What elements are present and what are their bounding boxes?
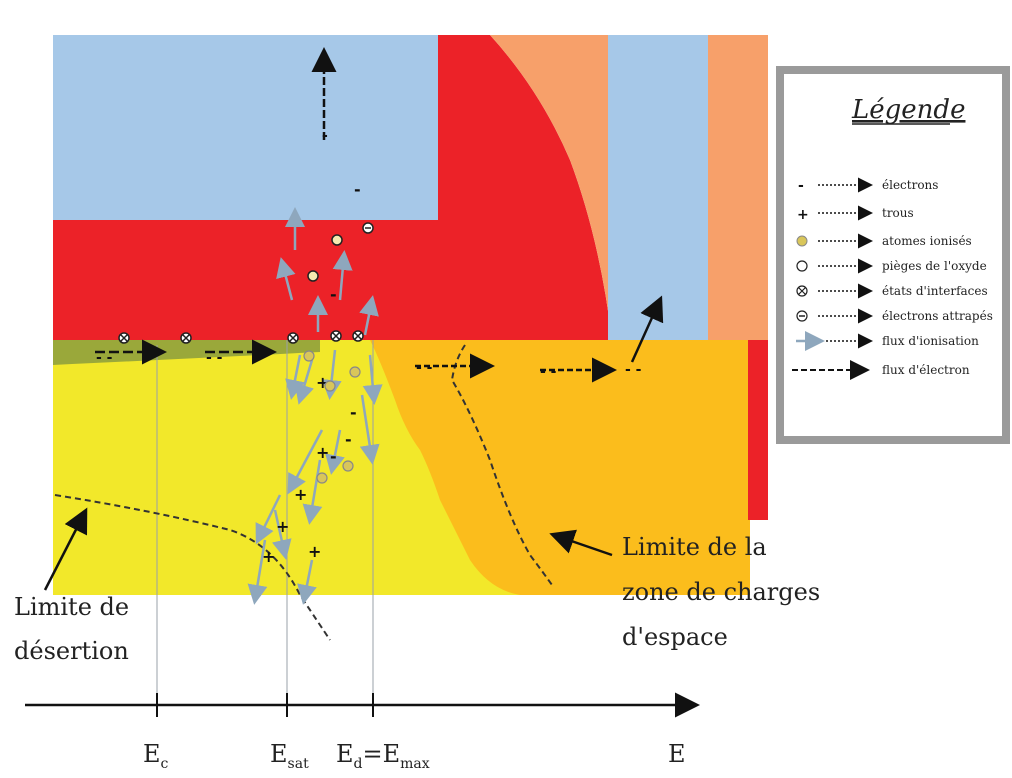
- hole-plus: +: [276, 517, 289, 536]
- svg-text:flux d'électron: flux d'électron: [882, 363, 970, 377]
- svg-text:flux d'ionisation: flux d'ionisation: [882, 334, 979, 348]
- electron-minus: -: [350, 403, 357, 422]
- tick-label-esat: Esat: [270, 740, 309, 772]
- axis-label-e: E: [668, 740, 686, 768]
- electron-minus: - -: [96, 350, 113, 366]
- oxide-region-right: [608, 35, 708, 340]
- svg-text:électrons attrapés: électrons attrapés: [882, 309, 993, 323]
- salmon-region-right: [708, 35, 768, 340]
- oxide-trap-icon: [307, 270, 319, 282]
- open-circle-icon: [796, 260, 808, 272]
- ionisation-arrow: [325, 429, 345, 475]
- electron-minus: -: [330, 285, 337, 304]
- oxide-traps: [307, 222, 374, 282]
- interface-state-icon: [118, 332, 130, 344]
- interface-state-icon: [352, 330, 364, 342]
- legend-item-electron-flux: flux d'électron: [792, 360, 970, 380]
- minus-circle-icon: [796, 310, 808, 322]
- ionisation-arrow: [297, 559, 317, 605]
- svg-text:atomes ionisés: atomes ionisés: [882, 234, 972, 248]
- ionised-atom-icon: [303, 350, 315, 362]
- ionisation-arrow: [285, 354, 305, 400]
- hole-plus: +: [294, 485, 307, 504]
- salmon-region-left: [490, 35, 612, 340]
- hole-plus: -: [322, 128, 328, 144]
- legend-item-ionised-atoms: atomes ionisés: [796, 233, 972, 249]
- ionisation-arrow: [359, 394, 380, 465]
- electron-minus: - -: [540, 364, 557, 380]
- yellow-circle-icon: [796, 235, 808, 247]
- space-charge-label-line1: Limite de la: [622, 533, 767, 561]
- depletion-annotation-arrow: [43, 507, 88, 591]
- space-charge-limit-curve: [450, 344, 553, 586]
- ionised-atom-icon: [324, 380, 336, 392]
- electron-minus: -: [354, 180, 361, 199]
- electron-minus: -: [345, 430, 352, 449]
- ionisation-arrow: [359, 295, 379, 336]
- gate-red-region: [53, 35, 612, 340]
- svg-text:pièges de l'oxyde: pièges de l'oxyde: [882, 259, 987, 273]
- svg-text:électrons: électrons: [882, 178, 938, 192]
- tick-label-ec: Ec: [143, 740, 169, 772]
- legend-item-oxide-traps: pièges de l'oxyde: [796, 258, 987, 274]
- ionised-atoms: [303, 350, 361, 484]
- legend-item-interface-states: états d'interfaces: [796, 283, 988, 299]
- interface-state-icon: [180, 332, 192, 344]
- electron-minus: - -: [625, 362, 642, 378]
- minus-icon: -: [798, 178, 804, 194]
- hole-plus: +: [262, 547, 275, 566]
- electron-minus: -: [330, 447, 337, 466]
- oxide-trap-icon: [331, 234, 343, 246]
- ionised-atom-icon: [349, 366, 361, 378]
- cross-circle-icon: [796, 285, 808, 297]
- depletion-limit-curve: [54, 494, 331, 641]
- space-charge-label-line2: zone de charges: [622, 578, 820, 606]
- ionisation-arrow: [255, 494, 282, 545]
- svg-text:trous: trous: [882, 206, 914, 220]
- interface-state-icon: [330, 330, 342, 342]
- legend-box: Légende - électrons + trous atomes ionis…: [776, 66, 1010, 444]
- electron-arrow: [630, 295, 664, 363]
- space-charge-label-line3: d'espace: [622, 623, 728, 651]
- interface-states: [118, 330, 364, 344]
- hole-plus: +: [316, 443, 329, 462]
- ionisation-arrow: [287, 429, 324, 495]
- drain-red-strip: [748, 340, 768, 520]
- legend-item-electrons: - électrons: [798, 177, 938, 194]
- ionised-atom-icon: [342, 460, 354, 472]
- ionisation-arrow: [302, 459, 323, 525]
- interface-state-icon: [287, 332, 299, 344]
- ionisation-arrow: [332, 250, 353, 301]
- depletion-label-line1: Limite de: [14, 593, 129, 621]
- legend-item-ionisation-flux: flux d'ionisation: [796, 331, 979, 351]
- ionised-atom-icon: [316, 472, 328, 484]
- trapped-electron-icon: [362, 222, 374, 234]
- hole-plus: +: [308, 542, 321, 561]
- tick-label-ed-emax: Ed=Emax: [336, 740, 430, 772]
- electron-minus: - -: [416, 360, 433, 376]
- electron-minus: - -: [206, 350, 223, 366]
- charges: - - - - - - - - - - - - - - - + + + + + …: [96, 128, 642, 566]
- legend-title: Légende: [851, 95, 965, 125]
- legend-item-trapped-electrons: électrons attrapés: [796, 308, 993, 324]
- electron-flux-arrows: [95, 47, 664, 383]
- depletion-label-line2: désertion: [14, 637, 129, 665]
- oxide-region-top: [53, 35, 438, 220]
- ionisation-arrow: [247, 539, 268, 605]
- legend-item-holes: + trous: [797, 205, 914, 223]
- ionisation-arrow: [294, 359, 314, 405]
- plus-icon: +: [797, 207, 809, 223]
- ionisation-arrow: [362, 354, 383, 405]
- ionisation-arrow: [271, 509, 292, 560]
- ionisation-arrow: [276, 257, 296, 301]
- space-charge-annotation-arrow: [549, 529, 613, 557]
- ionisation-flux-arrows: [247, 207, 383, 605]
- svg-text:états d'interfaces: états d'interfaces: [882, 284, 988, 298]
